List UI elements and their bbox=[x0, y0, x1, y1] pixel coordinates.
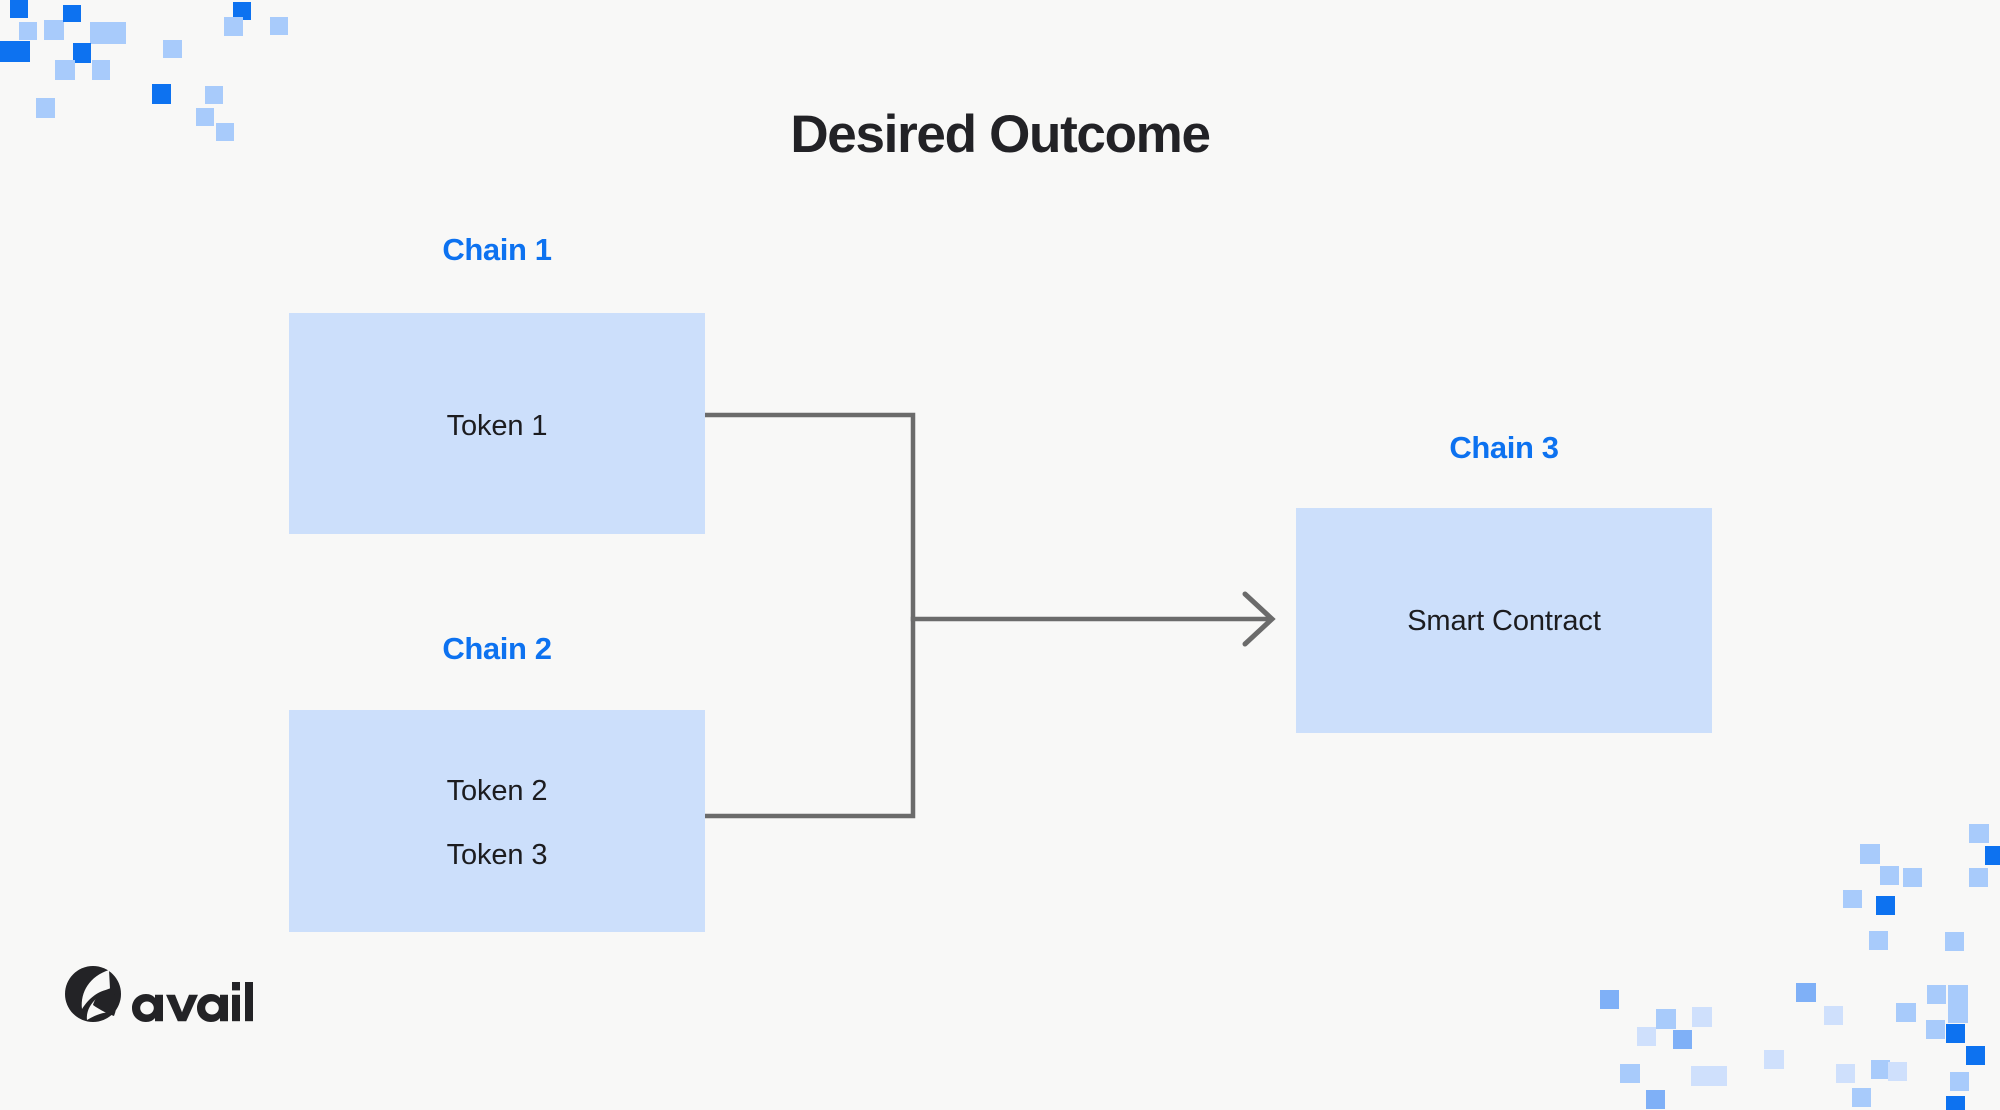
chain-3-label: Chain 3 bbox=[1449, 430, 1559, 465]
avail-logo-svg bbox=[65, 966, 253, 1022]
avail-wordmark bbox=[132, 982, 253, 1022]
page-title: Desired Outcome bbox=[790, 105, 1211, 164]
token-3-label: Token 3 bbox=[446, 839, 548, 871]
token-1-label: Token 1 bbox=[446, 410, 548, 442]
avail-logo-mark bbox=[65, 966, 121, 1022]
chain-2-label: Chain 2 bbox=[442, 631, 552, 666]
chain-2-box[interactable] bbox=[289, 710, 705, 932]
token-2-label: Token 2 bbox=[446, 775, 548, 807]
chain-3-box[interactable] bbox=[1296, 508, 1712, 733]
smart-contract-label: Smart Contract bbox=[1407, 605, 1601, 637]
chain-1-label: Chain 1 bbox=[442, 232, 552, 267]
avail-logo[interactable] bbox=[62, 962, 262, 1026]
chain-1-box[interactable] bbox=[289, 313, 705, 534]
